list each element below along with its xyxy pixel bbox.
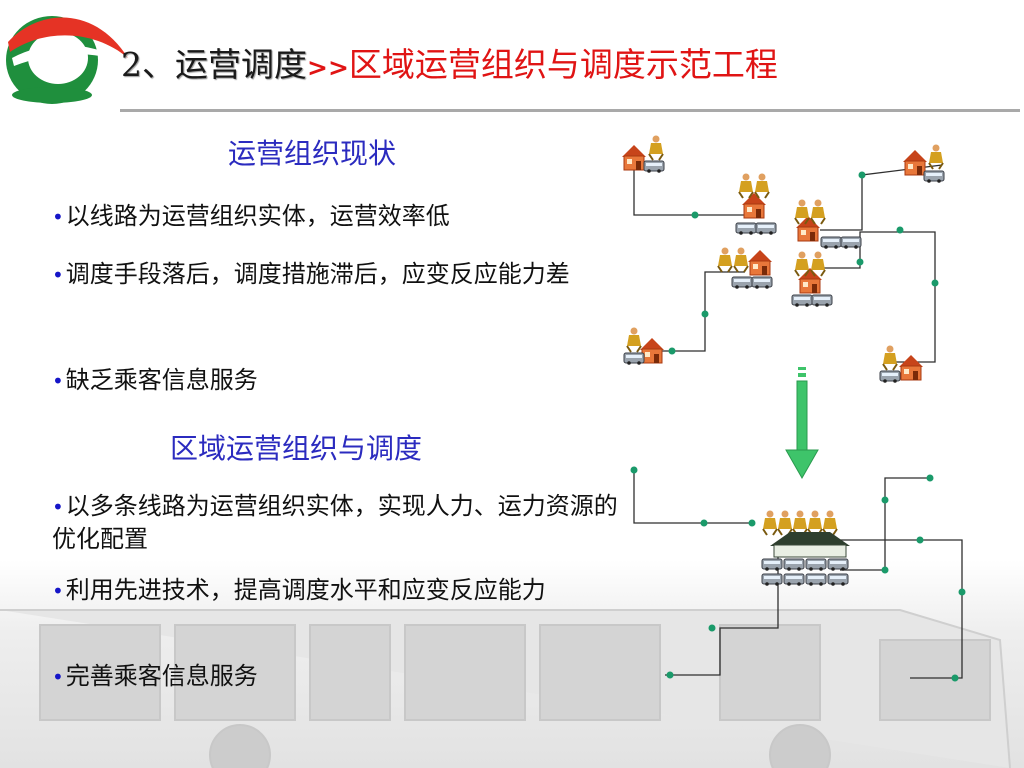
- bullet-item: •以多条线路为运营组织实体，实现人力、运力资源的优化配置: [52, 492, 618, 553]
- down-arrow-icon: [785, 367, 819, 480]
- bullet-text: 以多条线路为运营组织实体，实现人力、运力资源的优化配置: [52, 492, 618, 553]
- bullet-text: 利用先进技术，提高调度水平和应变反应能力: [65, 576, 546, 604]
- bullet-text: 调度手段落后，调度措施滞后，应变反应能力差: [65, 260, 570, 288]
- bullet-item: •以线路为运营组织实体，运营效率低: [52, 202, 450, 230]
- dispatcher-figure-icon: [717, 246, 749, 273]
- dispatcher-figure-icon: [762, 509, 838, 536]
- heading-current-status: 运营组织现状: [228, 137, 397, 170]
- bullet-item: •完善乘客信息服务: [52, 662, 258, 690]
- logo-swoosh-icon: [6, 16, 128, 104]
- bus-icon: [735, 222, 777, 236]
- depot-house-icon: [741, 192, 767, 219]
- bus-icon: [623, 352, 645, 366]
- bus-icon: [820, 236, 862, 250]
- bus-icon: [761, 558, 849, 587]
- dispatcher-figure-icon: [882, 344, 898, 371]
- title-divider: [120, 109, 1020, 112]
- depot-house-icon: [898, 354, 924, 381]
- title-subtitle: 区域运营组织与调度示范工程: [348, 45, 778, 84]
- depot-house-icon: [902, 149, 928, 176]
- depot-house-icon: [747, 249, 773, 276]
- bus-icon: [923, 170, 945, 184]
- bus-icon: [731, 276, 773, 290]
- bullet-item: •利用先进技术，提高调度水平和应变反应能力: [52, 576, 546, 604]
- title-arrows: >>: [307, 53, 349, 82]
- depot-house-icon: [797, 267, 823, 294]
- bus-icon: [643, 160, 665, 174]
- bus-icon: [791, 294, 833, 308]
- bullet-text: 以线路为运营组织实体，运营效率低: [65, 202, 450, 230]
- bullet-text: 缺乏乘客信息服务: [65, 366, 258, 394]
- bullet-item: •缺乏乘客信息服务: [52, 366, 258, 394]
- title-prefix: 2、运营调度: [121, 45, 307, 84]
- dispatcher-figure-icon: [626, 326, 642, 353]
- heading-regional-dispatch: 区域运营组织与调度: [170, 432, 423, 465]
- bullet-item: •调度手段落后，调度措施滞后，应变反应能力差: [52, 260, 570, 288]
- dispatcher-figure-icon: [648, 134, 664, 161]
- depot-house-icon: [770, 532, 850, 558]
- depot-house-icon: [621, 144, 647, 171]
- bus-icon: [879, 370, 901, 384]
- slide-title: 2、运营调度>>区域运营组织与调度示范工程: [121, 42, 778, 91]
- bullet-text: 完善乘客信息服务: [65, 662, 258, 690]
